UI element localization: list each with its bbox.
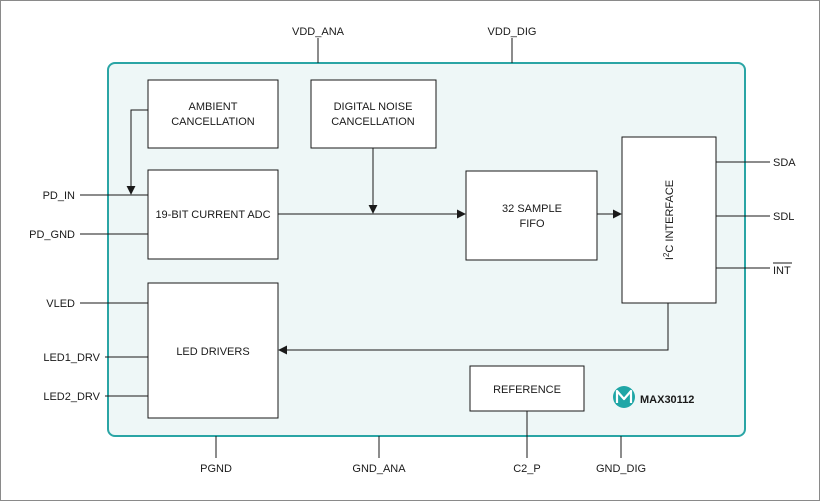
digital-noise-line1: DIGITAL NOISE [334, 101, 413, 113]
led1-drv-label: LED1_DRV [43, 352, 100, 364]
i2c-interface-block [621, 136, 717, 304]
fifo-line1: 32 SAMPLE [502, 203, 562, 215]
ambient-cancellation-line1: AMBIENT [189, 101, 238, 113]
int-label: INT [773, 265, 791, 277]
vled-label: VLED [46, 298, 75, 310]
pd-gnd-label: PD_GND [29, 229, 75, 241]
maxim-logo-icon [613, 386, 635, 408]
i2c-interface-label: I2C INTERFACE [662, 180, 676, 260]
led2-drv-label: LED2_DRV [43, 391, 100, 403]
led-drivers-label: LED DRIVERS [176, 346, 249, 358]
ambient-to-adc-arrow [126, 109, 148, 195]
vdd-dig-label: VDD_DIG [488, 26, 537, 38]
led-drivers-block [147, 282, 279, 419]
fifo-block [465, 170, 598, 261]
digital-noise-cancellation-block [310, 79, 437, 149]
ambient-cancellation-line2: CANCELLATION [171, 116, 255, 128]
sdl-label: SDL [773, 211, 794, 223]
pd-in-label: PD_IN [43, 190, 75, 202]
ambient-cancellation-block [147, 79, 279, 149]
sda-label: SDA [773, 157, 796, 169]
gnd-ana-label: GND_ANA [352, 463, 406, 475]
gnd-dig-label: GND_DIG [596, 463, 646, 475]
current-adc-label: 19-BIT CURRENT ADC [155, 209, 270, 221]
fifo-line2: FIFO [519, 218, 544, 230]
digital-noise-line2: CANCELLATION [331, 116, 415, 128]
part-number: MAX30112 [640, 394, 694, 406]
c2p-label: C2_P [513, 463, 541, 475]
pgnd-label: PGND [200, 463, 232, 475]
i2c-to-led-drivers-arrow [278, 303, 669, 355]
vdd-ana-label: VDD_ANA [292, 26, 345, 38]
reference-label: REFERENCE [493, 384, 561, 396]
reference-block [469, 365, 585, 412]
